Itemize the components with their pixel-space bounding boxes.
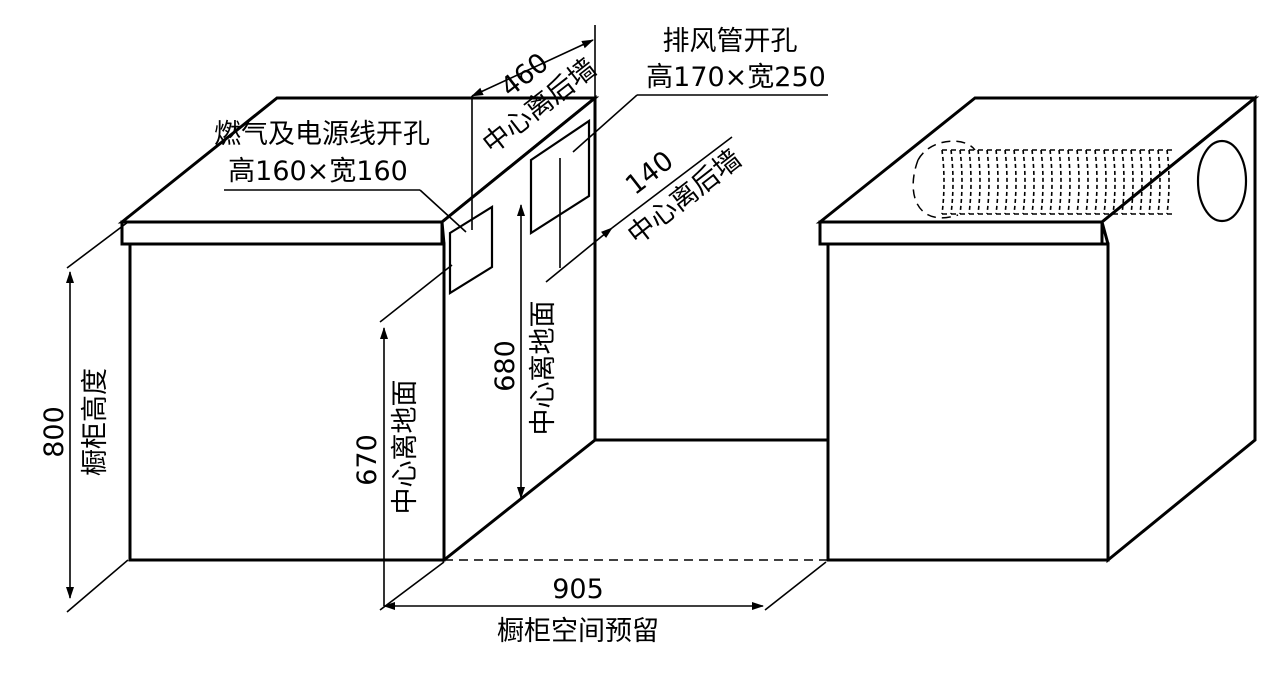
duct-rib xyxy=(1157,149,1161,215)
gas-floor-label: 中心离地面 xyxy=(390,380,421,515)
duct-rib xyxy=(995,149,999,215)
duct-rib xyxy=(950,149,954,215)
dimension-gas-floor: 670 中心离地面 xyxy=(352,264,453,606)
duct-rib xyxy=(1094,149,1098,215)
duct-rib xyxy=(1148,149,1152,215)
duct-outlet-hole xyxy=(1196,139,1248,223)
duct-rib xyxy=(977,149,981,215)
exhaust-floor-label: 中心离地面 xyxy=(528,301,559,436)
duct-rib xyxy=(941,149,945,215)
flexible-duct-icon xyxy=(912,140,1175,219)
duct-rib xyxy=(1004,149,1008,215)
duct-rib xyxy=(1040,149,1044,215)
right-countertop-front xyxy=(818,220,1104,246)
right-cabinet-front-face xyxy=(826,242,1110,562)
duct-rib xyxy=(1085,149,1089,215)
dimension-space-reserve: 905 橱柜空间预留 xyxy=(379,561,827,647)
duct-rib xyxy=(1121,149,1125,215)
gas-hole-title: 燃气及电源线开孔 xyxy=(214,119,430,150)
duct-rib xyxy=(1130,149,1134,215)
cabinet-height-label: 橱柜高度 xyxy=(80,368,111,476)
duct-rib xyxy=(1166,149,1170,215)
right-cabinet xyxy=(815,94,1260,564)
gas-floor-value: 670 xyxy=(352,434,383,486)
duct-rib xyxy=(959,149,963,215)
duct-rib xyxy=(1022,149,1026,215)
left-cabinet-front-face xyxy=(128,242,446,562)
duct-rib xyxy=(1049,149,1053,215)
duct-rib xyxy=(1139,149,1143,215)
duct-rib xyxy=(1103,149,1107,215)
duct-rib xyxy=(1067,149,1071,215)
duct-rib xyxy=(1112,149,1116,215)
duct-rib xyxy=(1031,149,1035,215)
space-reserve-value: 905 xyxy=(552,574,604,605)
dimension-exhaust-floor: 680 中心离地面 xyxy=(490,204,559,499)
duct-rib xyxy=(1058,149,1062,215)
exhaust-hole-title: 排风管开孔 xyxy=(663,26,798,57)
duct-rib xyxy=(1076,149,1080,215)
duct-rib xyxy=(968,149,972,215)
cabinet-height-value: 800 xyxy=(39,406,70,458)
dimension-cabinet-height: 800 橱柜高度 xyxy=(39,221,129,613)
duct-rib xyxy=(1013,149,1017,215)
gas-hole-size: 高160×宽160 xyxy=(228,156,408,187)
exhaust-floor-value: 680 xyxy=(490,340,521,392)
callout-gas-hole: 燃气及电源线开孔 高160×宽160 xyxy=(214,119,467,233)
left-countertop-front xyxy=(120,220,444,246)
gas-power-hole xyxy=(448,205,494,295)
callout-exhaust-hole: 排风管开孔 高170×宽250 xyxy=(572,26,828,153)
duct-rib xyxy=(986,149,990,215)
space-reserve-label: 橱柜空间预留 xyxy=(497,616,659,647)
exhaust-hole-size: 高170×宽250 xyxy=(646,62,826,93)
